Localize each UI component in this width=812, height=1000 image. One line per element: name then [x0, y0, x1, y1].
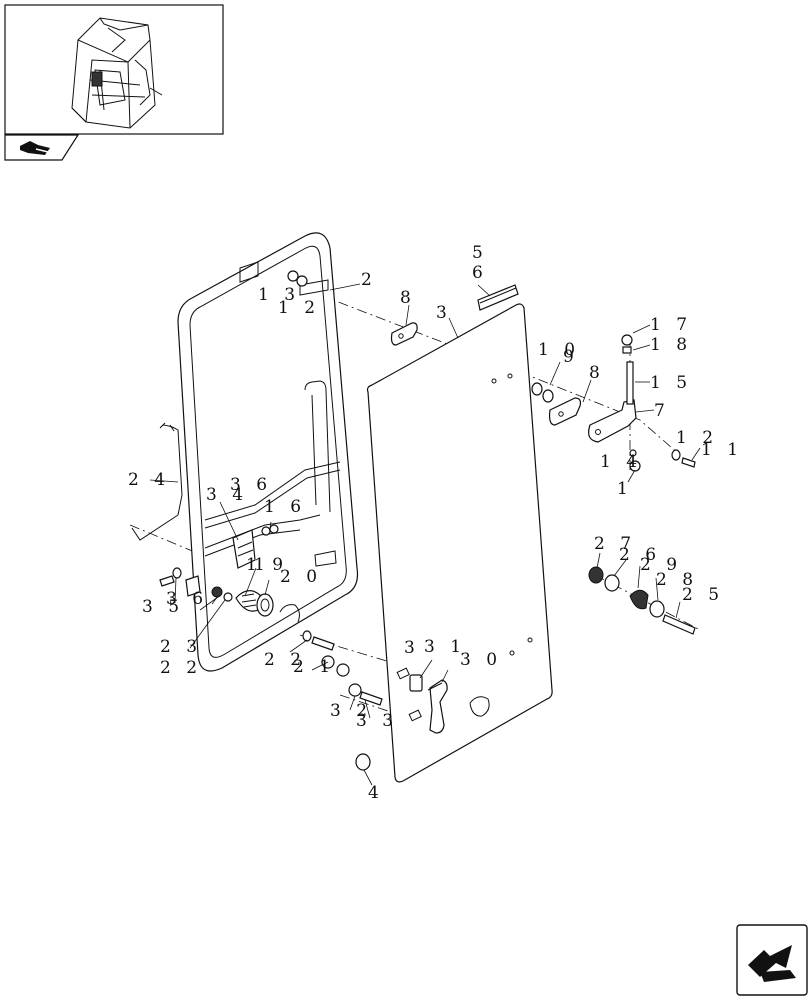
door-latch — [232, 529, 256, 569]
callout-27: 2 7 — [594, 534, 636, 554]
hinge-plate — [390, 322, 418, 346]
callouts: 2 1 3 1 2 8 3 5 6 1 0 9 8 1 7 1 8 1 5 7 … — [128, 243, 743, 803]
fasteners-bottom — [302, 630, 383, 771]
hinge-plate-right — [548, 397, 582, 426]
callout-6: 6 — [472, 263, 488, 283]
door-frame — [177, 232, 359, 672]
seal-strip — [477, 284, 519, 311]
next-page-button[interactable] — [736, 924, 808, 996]
nut-right — [629, 449, 641, 472]
callout-3-small: 3 — [404, 638, 420, 658]
callout-5: 5 — [472, 243, 488, 263]
callout-3: 3 — [436, 303, 452, 323]
callout-30: 3 0 — [460, 650, 502, 670]
callout-16: 1 6 — [264, 497, 306, 517]
callout-4: 4 — [368, 783, 384, 803]
next-page-arrow-icon — [748, 945, 796, 982]
callout-22a: 2 2 — [160, 658, 202, 678]
inner-handle — [409, 674, 448, 734]
door-cable — [131, 422, 183, 541]
callout-35: 3 5 — [142, 597, 184, 617]
callout-1a: 1 — [617, 479, 633, 499]
bushing — [531, 382, 554, 403]
callout-20: 2 0 — [280, 567, 322, 587]
hinge-bracket — [588, 399, 637, 443]
callout-11: 1 1 — [701, 440, 743, 460]
callout-14: 1 4 — [600, 452, 642, 472]
callout-36b: 3 6 — [166, 589, 208, 609]
callout-15: 1 5 — [650, 373, 692, 393]
callout-23: 2 3 — [160, 637, 202, 657]
callout-22b: 2 2 — [264, 650, 306, 670]
callout-26: 2 6 — [619, 545, 661, 565]
callout-29: 2 9 — [640, 555, 682, 575]
cab-overview-thumbnail — [71, 17, 163, 129]
callout-31: 3 1 — [424, 637, 466, 657]
callout-36a: 3 6 — [230, 475, 272, 495]
door-glass — [366, 303, 553, 783]
callout-7: 7 — [654, 401, 670, 421]
callout-34: 3 4 — [206, 485, 248, 505]
callout-8b: 8 — [589, 363, 605, 383]
thumbnail-panel[interactable] — [4, 4, 224, 135]
fasteners-left — [159, 270, 308, 602]
lock-cylinder — [235, 590, 274, 617]
callout-19: 1 9 — [246, 555, 288, 575]
callout-2: 2 — [361, 270, 377, 290]
strut-mount-parts — [588, 566, 696, 635]
callout-9: 9 — [563, 347, 579, 367]
callout-1b: 1 — [254, 555, 270, 575]
callout-32: 3 2 — [330, 701, 372, 721]
callout-13: 1 3 — [258, 285, 300, 305]
callout-12a: 1 2 — [278, 298, 320, 318]
cab-section-tab-icon — [20, 141, 50, 155]
callout-12b: 1 2 — [676, 428, 718, 448]
callout-18: 1 8 — [650, 335, 692, 355]
callout-10: 1 0 — [538, 340, 580, 360]
callout-17: 1 7 — [650, 315, 692, 335]
callout-25: 2 5 — [682, 585, 724, 605]
hinge-pin — [621, 334, 634, 405]
callout-33: 3 3 — [356, 711, 398, 731]
cab-section-tab[interactable] — [4, 134, 80, 161]
callout-24: 2 4 — [128, 470, 170, 490]
callout-8a: 8 — [400, 288, 416, 308]
leader-lines — [149, 283, 701, 786]
bolt-right — [671, 449, 696, 468]
callout-28: 2 8 — [656, 570, 698, 590]
callout-21: 2 1 — [293, 657, 335, 677]
